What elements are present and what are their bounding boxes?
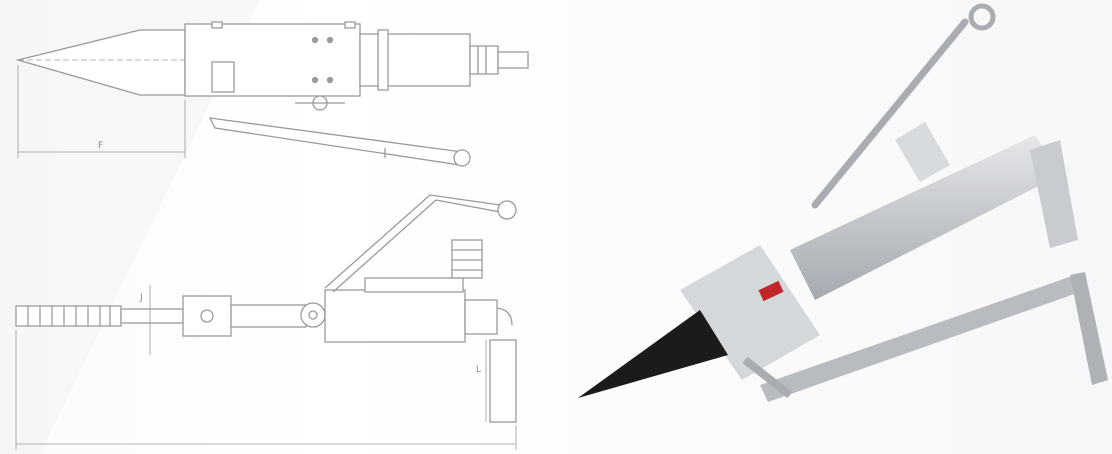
side-view-cylinder	[324, 289, 466, 343]
photo-wedge	[578, 310, 728, 398]
side-view-height-label: L	[476, 365, 481, 375]
photo-rear-bracket	[1030, 140, 1078, 248]
top-view-dimension-label: F	[98, 141, 103, 151]
side-view-handle-ring	[497, 200, 517, 220]
side-view-clamp	[182, 295, 232, 337]
photo-lower-handle	[760, 275, 1080, 402]
photo-handle-ring	[968, 3, 996, 31]
side-view-valve-block	[451, 239, 483, 279]
side-view-ribbed-tip	[15, 305, 122, 327]
photo-body-block	[680, 245, 820, 380]
photo-cylinder	[790, 135, 1060, 300]
top-view-cylinder	[359, 33, 471, 87]
background-sheen	[0, 0, 260, 454]
tool-photo	[578, 3, 1108, 402]
side-view-hinge	[300, 302, 326, 328]
photo-lower-grip	[1070, 272, 1108, 385]
photo-brand-label	[758, 280, 784, 302]
top-view-body	[184, 23, 361, 97]
side-view-drawing	[15, 194, 517, 450]
top-view-handle	[208, 117, 463, 166]
top-view-coupler	[469, 45, 499, 75]
side-view-dimension-label: J	[139, 293, 143, 303]
top-view-drawing	[15, 21, 529, 167]
photo-upper-handle	[811, 18, 969, 209]
photo-valve	[895, 122, 950, 182]
side-view-bracket	[489, 339, 517, 423]
photo-strut	[742, 356, 793, 399]
